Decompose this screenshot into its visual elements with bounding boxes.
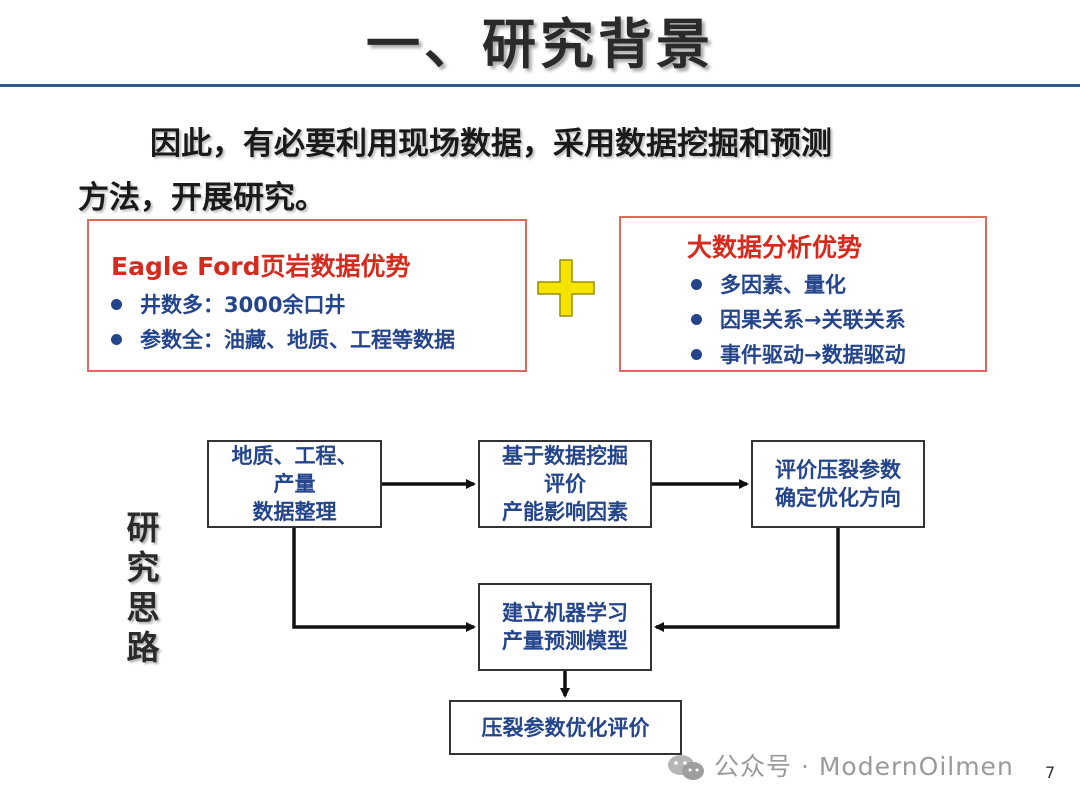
- bullet-text: 多因素、量化: [720, 273, 846, 297]
- eagle-ford-advantages-panel: Eagle Ford页岩数据优势 井数多：3000余口井 参数全：油藏、地质、工…: [87, 219, 527, 372]
- node-line: 数据整理: [252, 500, 337, 524]
- node-line: 确定优化方向: [775, 486, 901, 510]
- node-line: 建立机器学习: [502, 601, 628, 625]
- ml-model-node: 建立机器学习 产量预测模型: [478, 583, 652, 671]
- node-line: 压裂参数优化评价: [481, 715, 650, 740]
- node-line: 地质、工程、: [231, 444, 358, 468]
- watermark-text: 公众号 · ModernOilmen: [714, 752, 1014, 781]
- data-preparation-node: 地质、工程、 产量 数据整理: [207, 440, 382, 528]
- node-line: 评价: [544, 472, 586, 496]
- big-data-advantages-panel: 大数据分析优势 多因素、量化 因果关系→关联关系 事件驱动→数据驱动: [619, 216, 987, 372]
- side-label-char: 思: [126, 588, 160, 627]
- eagle-ford-heading: Eagle Ford页岩数据优势: [111, 252, 411, 281]
- bullet-dot-icon: [111, 333, 122, 345]
- plus-icon: [537, 259, 595, 317]
- big-data-bullet-multifactor: 多因素、量化: [691, 269, 846, 299]
- arrow-node3-to-node4: [654, 528, 840, 632]
- intro-line-2: 方法，开展研究。: [78, 180, 326, 216]
- side-label-char: 究: [126, 548, 160, 587]
- bullet-text: 因果关系→关联关系: [720, 308, 906, 332]
- big-data-heading: 大数据分析优势: [687, 233, 863, 262]
- node-line: 产量预测模型: [502, 629, 628, 653]
- big-data-bullet-correlation: 因果关系→关联关系: [691, 304, 906, 334]
- title-divider: [0, 84, 1080, 87]
- side-label-char: 路: [126, 628, 160, 667]
- wechat-icon: [668, 755, 704, 780]
- optimization-node: 压裂参数优化评价: [449, 700, 682, 755]
- node-line: 评价压裂参数: [775, 458, 901, 482]
- bullet-dot-icon: [691, 313, 702, 325]
- intro-line-1: 因此，有必要利用现场数据，采用数据挖掘和预测: [150, 126, 832, 162]
- bullet-dot-icon: [691, 348, 702, 360]
- factor-evaluation-node: 基于数据挖掘 评价 产能影响因素: [478, 440, 652, 528]
- page-title: 一、研究背景: [366, 13, 714, 76]
- eagle-ford-bullet-parameters: 参数全：油藏、地质、工程等数据: [111, 324, 455, 354]
- bullet-dot-icon: [691, 278, 702, 290]
- bullet-text: 参数全：油藏、地质、工程等数据: [140, 328, 455, 352]
- bullet-text: 事件驱动→数据驱动: [720, 343, 906, 367]
- research-approach-label: 研 究 思 路: [123, 508, 163, 668]
- watermark: 公众号 · ModernOilmen: [666, 747, 1014, 781]
- page-number: 7: [1045, 763, 1056, 782]
- arrow-node1-to-node4: [292, 528, 476, 632]
- side-label-char: 研: [126, 508, 160, 547]
- node-line: 产能影响因素: [502, 500, 628, 524]
- big-data-bullet-data-driven: 事件驱动→数据驱动: [691, 339, 906, 369]
- bullet-dot-icon: [111, 298, 122, 310]
- node-line: 产量: [273, 472, 316, 496]
- bullet-text: 井数多：3000余口井: [140, 293, 346, 317]
- eagle-ford-bullet-wells: 井数多：3000余口井: [111, 289, 345, 319]
- fracturing-parameter-node: 评价压裂参数 确定优化方向: [751, 440, 925, 528]
- node-line: 基于数据挖掘: [502, 444, 628, 468]
